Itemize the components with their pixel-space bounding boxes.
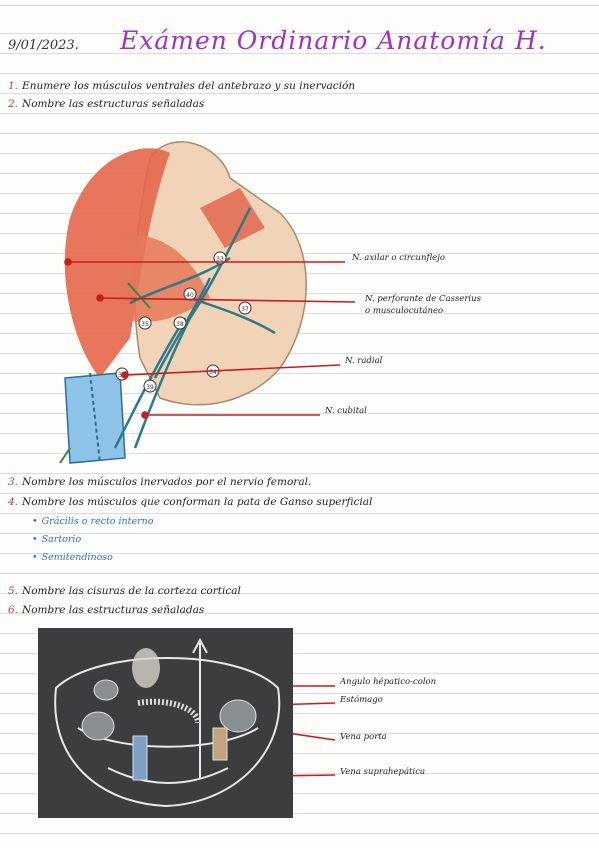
chalkboard-abdomen-drawing xyxy=(38,628,293,818)
marker-label: 36 xyxy=(118,372,126,379)
label-suprahepatic-vein: Vena suprahepática xyxy=(340,767,426,777)
question-number: 5. xyxy=(8,585,19,597)
question-text: Nombre los músculos que conforman la pat… xyxy=(22,496,373,508)
answer-text: Sartorio xyxy=(41,534,82,545)
question-text: Nombre las cisuras de la corteza cortica… xyxy=(22,585,241,597)
exam-title: Exámen Ordinario Anatomía H. xyxy=(120,26,547,55)
question-6: 6.Nombre las estructuras señaladas xyxy=(8,604,204,616)
label-stomach: Estómago xyxy=(340,695,383,705)
bullet-icon: • xyxy=(32,552,38,563)
marker-label: 35 xyxy=(141,321,149,328)
question-text: Nombre los músculos inervados por el ner… xyxy=(22,476,312,488)
question-number: 3. xyxy=(8,476,19,488)
answer-text: Grácilis o recto interno xyxy=(41,516,154,527)
shoulder-nerves-drawing: 33 40 37 35 38 36 39 34 xyxy=(59,141,307,464)
marker-label: 33 xyxy=(216,256,224,263)
label-hepatic-colic-angle: Angulo hépatico-colon xyxy=(340,677,437,687)
marker-label: 38 xyxy=(176,321,184,328)
label-ulnar-nerve: N. cubital xyxy=(325,406,367,416)
question-2: 2.Nombre las estructuras señaladas xyxy=(8,98,204,110)
exam-date: 9/01/2023. xyxy=(8,38,79,53)
question-number: 4. xyxy=(8,496,19,508)
label-radial-nerve: N. radial xyxy=(345,356,383,366)
marker-label: 34 xyxy=(209,369,217,376)
question-text: Nombre las estructuras señaladas xyxy=(22,98,205,110)
label-axillary-nerve: N. axilar o circunflejo xyxy=(352,253,445,263)
answer-text: Semitendinoso xyxy=(41,552,113,563)
label-portal-vein: Vena porta xyxy=(340,732,387,742)
label-musculocutaneous-nerve-alt: o musculocutáneo xyxy=(365,306,444,316)
bullet-icon: • xyxy=(32,516,38,527)
answer-item: •Semitendinoso xyxy=(32,552,113,563)
question-1: 1.Enumere los músculos ventrales del ant… xyxy=(8,80,355,92)
question-3: 3.Nombre los músculos inervados por el n… xyxy=(8,476,311,488)
question-text: Nombre las estructuras señaladas xyxy=(22,604,205,616)
answer-item: •Sartorio xyxy=(32,534,81,545)
marker-label: 40 xyxy=(186,292,194,299)
question-4: 4.Nombre los músculos que conforman la p… xyxy=(8,496,372,508)
question-5: 5.Nombre las cisuras de la corteza corti… xyxy=(8,585,241,597)
answer-item: •Grácilis o recto interno xyxy=(32,516,154,527)
label-musculocutaneous-nerve: N. perforante de Casserius xyxy=(365,294,481,304)
question-number: 2. xyxy=(8,98,19,110)
marker-label: 39 xyxy=(146,384,154,391)
bullet-icon: • xyxy=(32,534,38,545)
question-number: 6. xyxy=(8,604,19,616)
question-number: 1. xyxy=(8,80,19,92)
question-text: Enumere los músculos ventrales del anteb… xyxy=(22,80,356,92)
marker-label: 37 xyxy=(241,306,249,313)
